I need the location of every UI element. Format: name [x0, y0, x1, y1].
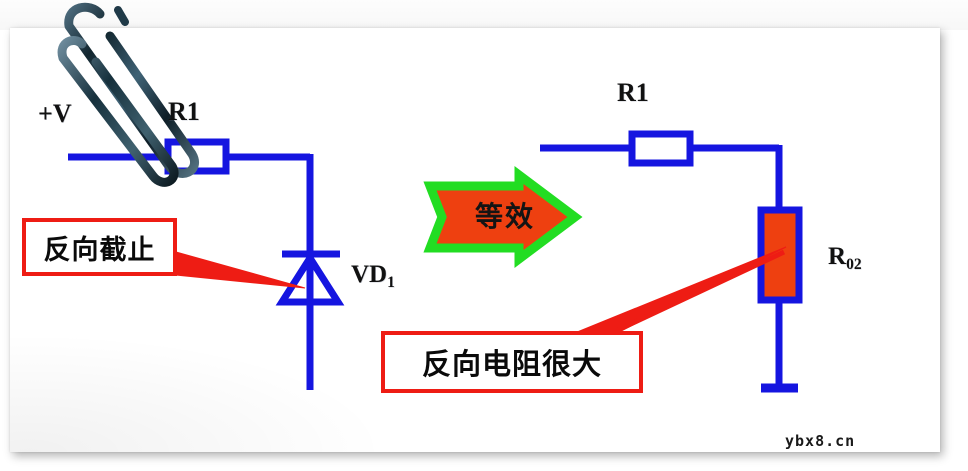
diode-vd1-label-base: VD: [351, 261, 388, 288]
equivalence-arrow-label: 等效: [474, 200, 535, 233]
paperclip-nub: [114, 6, 129, 26]
arrow-shape: [423, 166, 583, 268]
paperclip-inner-wire: [57, 36, 179, 187]
right-circuit-group: [540, 130, 803, 393]
callout-reverse-high-resistance: 反向电阻很大: [381, 331, 643, 393]
pointer-line-right: [586, 249, 786, 347]
diode-vd1-label: VD1: [351, 261, 395, 290]
equivalent-resistor-r02-label: R02: [828, 243, 862, 272]
paperclip-icon: [57, 2, 199, 187]
diode-vd1-label-sub: 1: [387, 273, 395, 291]
callout-reverse-cutoff: 反向截止: [22, 218, 177, 276]
left-circuit-group: [68, 138, 345, 390]
equivalent-resistor-r02-label-base: R: [828, 243, 847, 270]
resistor-r1-right-label: R1: [617, 78, 649, 107]
site-watermark: ybx8.cn: [785, 432, 856, 450]
equivalent-resistor-r02-label-sub: 02: [846, 255, 862, 273]
resistor-r1-right-icon: [628, 130, 694, 167]
page-background: [0, 0, 968, 30]
supply-voltage-label: +V: [38, 99, 72, 128]
equivalence-arrow-icon: [423, 166, 583, 268]
resistor-r1-left-label: R1: [168, 97, 200, 126]
